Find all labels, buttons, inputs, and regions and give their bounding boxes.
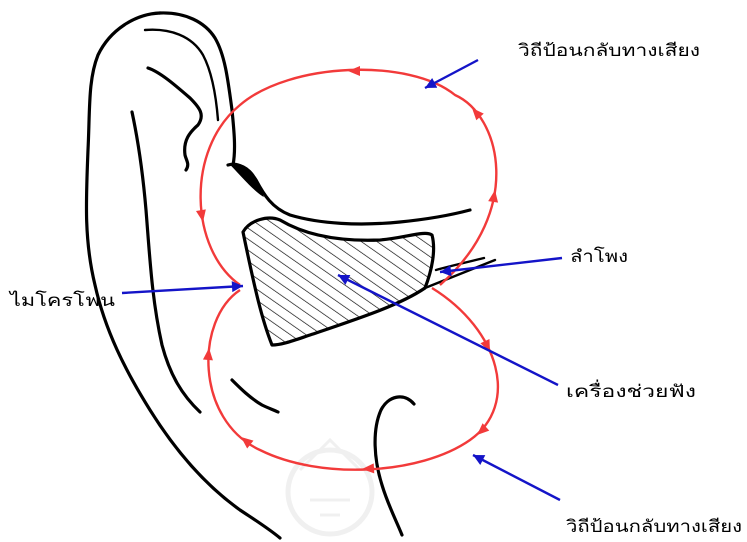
watermark-seal xyxy=(288,440,372,534)
label-hearing-aid: เครื่องช่วยฟัง xyxy=(566,379,696,402)
feedback-arrowhead xyxy=(348,66,360,76)
feedback-arrowhead xyxy=(203,348,214,361)
ear-concha-rim xyxy=(228,164,470,224)
hearing-aid-shape xyxy=(243,218,434,345)
ear-helix-top xyxy=(160,13,235,165)
ear-helix-inner xyxy=(145,30,218,120)
label-feedback-path-bottom: วิถีป้อนกลับทางเสียง xyxy=(565,517,742,537)
pointer-arrow-feedback-bottom xyxy=(473,455,560,500)
ear-antihelix-crus xyxy=(148,68,201,170)
label-microphone: ไมโครโฟน xyxy=(7,290,115,311)
label-speaker: ลำโพง xyxy=(570,246,628,267)
pointer-arrow-microphone xyxy=(122,286,243,293)
ear-antitragus xyxy=(232,380,278,412)
ear-antihelix xyxy=(132,112,200,412)
label-feedback-path-top: วิถีป้อนกลับทางเสียง xyxy=(517,41,700,61)
ear-crus-blob xyxy=(232,165,263,196)
pointer-arrow-feedback-top xyxy=(425,60,478,88)
pointer-arrow-hearing-aid xyxy=(338,275,558,385)
